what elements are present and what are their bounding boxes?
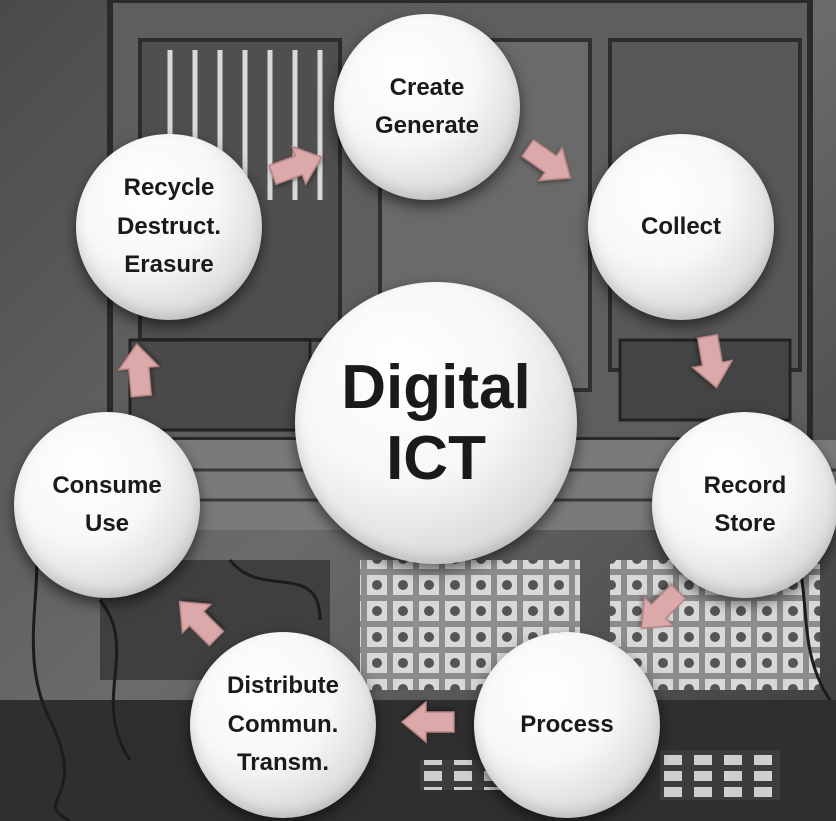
stage-node-record: Record Store [652, 412, 836, 598]
stage-record-line-2: Store [714, 510, 776, 537]
stage-recycle-line-2: Destruct. [116, 212, 222, 240]
stage-consume-line-1: Consume [52, 471, 162, 499]
stage-collect-line-1: Collect [640, 212, 721, 240]
stage-consume-line-2: Use [84, 510, 130, 537]
arrow-collect-to-record [690, 333, 734, 389]
center-line-1: Digital [341, 352, 531, 422]
center-line-2: ICT [386, 424, 486, 493]
stage-node-distribute: Distribute Commun. Transm. [190, 632, 376, 818]
stage-node-collect: Collect [588, 134, 774, 320]
arrow-record-to-process [640, 583, 687, 630]
stage-recycle-line-3: Erasure [124, 251, 214, 279]
stage-node-consume: Consume Use [14, 412, 200, 598]
arrow-create-to-collect [520, 138, 572, 182]
stage-create-line-1: Create [389, 73, 465, 101]
stage-node-create: Create Generate [334, 14, 520, 200]
stage-recycle-line-1: Recycle [123, 174, 215, 202]
stage-create-line-2: Generate [374, 112, 480, 139]
stage-node-recycle: Recycle Destruct. Erasure [76, 134, 262, 320]
stage-distribute-line-2: Commun. [227, 710, 339, 738]
stage-distribute-line-1: Distribute [226, 672, 339, 700]
arrow-distribute-to-consume [178, 600, 225, 647]
center-node: Digital ICT [295, 282, 577, 564]
arrow-process-to-distribute [400, 700, 455, 744]
stage-distribute-line-3: Transm. [236, 749, 330, 777]
stage-process-line-1: Process [520, 710, 614, 738]
stage-record-line-1: Record [703, 471, 787, 499]
stage-node-process: Process [474, 632, 660, 818]
arrow-consume-to-recycle [117, 342, 161, 398]
arrow-recycle-to-create [268, 145, 323, 186]
